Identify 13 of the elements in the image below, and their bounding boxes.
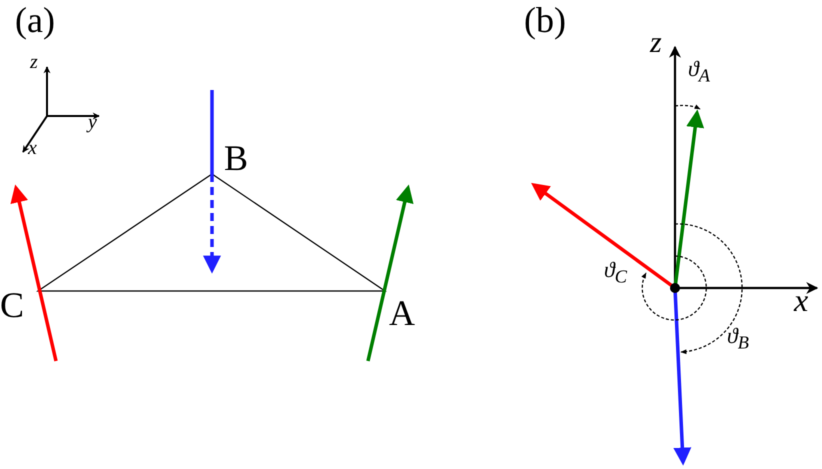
angle-label: ϑ$_{B}$ [727,325,749,352]
axis-label: x [794,284,808,316]
panel-label: (a) [15,2,55,38]
axis-label: z [30,52,38,72]
vertex-label: B [224,140,248,176]
axis-label: x [28,138,37,158]
vertex-label: A [389,295,415,331]
panel-label: (b) [524,2,566,38]
angle-label: ϑ$_{A}$ [688,58,710,85]
axis-label: y [88,112,97,132]
axis-label: z [650,28,662,58]
angle-label: ϑ$_{C}$ [604,259,628,286]
vertex-label: C [0,287,24,323]
